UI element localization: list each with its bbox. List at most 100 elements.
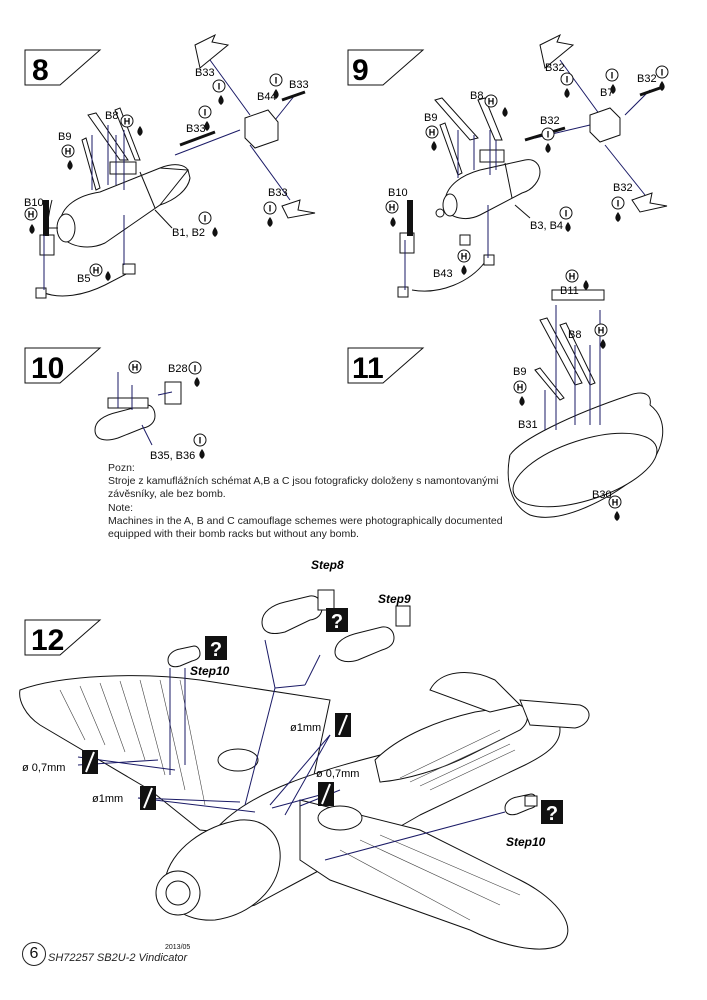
step-10-badge [24,347,102,384]
hole-diameter-label: ø 0,7mm [22,762,65,774]
label-b44: B44 [257,91,277,103]
instruction-badge-h [457,249,471,263]
question-mark-icon [541,800,563,825]
label-b28: B28 [168,363,188,375]
instruction-badge-h [425,125,439,139]
arrow-icon [281,199,316,219]
instruction-badge-i [263,201,277,215]
step-8-badge [24,49,102,86]
glue-drop-icon [564,88,570,98]
label-b8: B8 [105,110,118,122]
arrow-icon [194,33,230,69]
label-b3-b4: B3, B4 [530,220,563,232]
label-b32: B32 [545,62,565,74]
small-bomb-drawing [94,381,182,441]
hole-diameter-label: ø 0,7mm [316,768,359,780]
step-11-number: 11 [352,352,384,385]
drill-hole-icon [81,749,99,775]
glue-drop-icon [461,265,467,275]
note-en-line2: equipped with their bomb racks but witho… [108,528,359,540]
rack-parts [397,97,505,298]
glue-drop-icon [67,160,73,170]
drill-hole-icon [139,785,157,811]
arrow-icon [539,33,575,69]
glue-drop-icon [431,141,437,151]
instruction-badge-h [385,200,399,214]
label-b32: B32 [637,73,657,85]
instruction-badge-i [269,73,283,87]
assembly-leaders [43,59,296,290]
step-10-number: 10 [31,352,64,385]
glue-drop-icon [194,377,200,387]
instruction-badge-i [560,72,574,86]
step-10-panel: 10 B28 B35, B36 [24,347,207,462]
question-mark-icon [205,636,227,661]
label-b31: B31 [518,419,538,431]
label-b33: B33 [195,67,215,79]
bomb-drawing [435,159,541,219]
label-b32: B32 [540,115,560,127]
glue-drop-icon [105,271,111,281]
step-11-badge [347,347,425,384]
label-b9: B9 [58,131,71,143]
bomb-drawing [48,164,191,248]
instruction-badge-h [89,263,103,277]
step-9-number: 9 [352,54,369,87]
note-cz-title: Pozn: [108,462,135,474]
note-czech: Pozn: Stroje z kamuflážních schémat A,B … [108,462,498,501]
step-12-panel: 12 [19,558,590,950]
glue-drop-icon [502,107,508,117]
aircraft-drawing [19,672,590,950]
rack-parts [35,107,141,299]
glue-drop-icon [29,224,35,234]
bomb-reference-step9 [334,605,411,663]
glue-drop-icon [519,396,525,406]
bomb-reference-step8 [261,589,335,635]
label-b7: B7 [600,87,613,99]
glue-drop-icon [583,280,589,290]
instruction-badge-h [61,144,75,158]
label-b32: B32 [613,182,633,194]
label-b9: B9 [513,366,526,378]
step-12-number: 12 [31,624,64,657]
note-cz-line2: závěsníky, ale bez bomb. [108,488,226,500]
label-b8: B8 [568,329,581,341]
hole-diameter-label: ø1mm [290,722,321,734]
instruction-badge-h [24,207,38,221]
page-number: 6 [22,942,46,966]
drill-hole-icon [334,712,352,738]
glue-drop-icon [565,222,571,232]
glue-drop-icon [545,143,551,153]
instruction-badge-h [565,269,579,283]
glue-drop-icon [267,217,273,227]
instruction-badge-i [193,433,207,447]
step-11-panel: 11 B11 B8 B9 B31 B30 [347,269,664,521]
label-b10: B10 [388,187,408,199]
arrow-icon [631,192,668,213]
instruction-badge-i [198,211,212,225]
glue-drop-icon [212,227,218,237]
instruction-badge-i [188,361,202,375]
step9-reference: Step9 [378,592,411,606]
note-en-title: Note: [108,502,134,514]
instruction-badge-i [611,196,625,210]
drill-hole-icon [317,781,335,807]
assembly-leaders [117,372,173,446]
hole-diameter-label: ø1mm [92,793,123,805]
instruction-badge-i [212,79,226,93]
glue-drop-icon [390,217,396,227]
note-en-line1: Machines in the A, B and C camouflage sc… [108,515,503,527]
instruction-badge-i [559,206,573,220]
label-b33: B33 [289,79,309,91]
bomb-reference-step10b [504,793,538,816]
kit-title: SH72257 SB2U-2 Vindicator [48,952,188,964]
step-8-panel: 8 [24,33,316,299]
glue-drop-icon [614,511,620,521]
question-mark-icon [326,608,348,633]
b7-part [589,107,621,143]
label-b33: B33 [186,123,206,135]
step8-reference: Step8 [311,558,344,572]
label-b8: B8 [470,90,483,102]
instruction-badge-h [608,495,622,509]
